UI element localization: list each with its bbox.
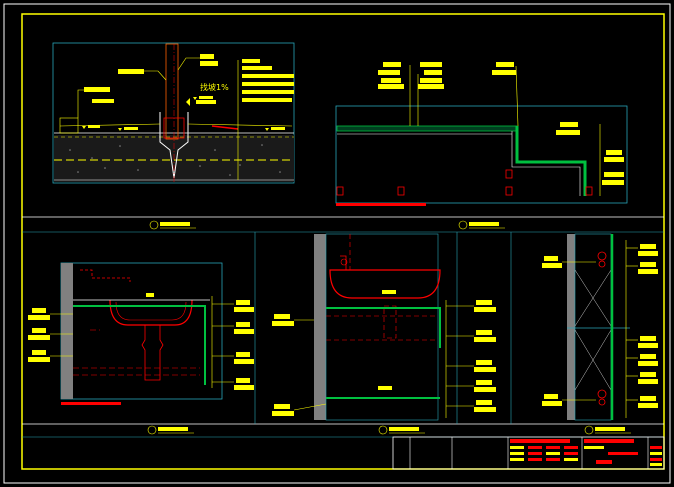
leaders-5 [562, 247, 638, 401]
callout-left-3 [92, 99, 114, 103]
step-curb [59, 117, 79, 134]
detail-4-viewport [325, 233, 439, 421]
leader-top-c [515, 65, 519, 127]
red-accent-stroke [211, 125, 239, 130]
section-label-2 [458, 220, 505, 230]
callout-right-a [556, 122, 580, 135]
tub-outline [329, 269, 441, 299]
leaders-left-3 [50, 313, 73, 357]
slope-right [187, 123, 293, 127]
section-label-1 [149, 220, 196, 230]
basin-inner [115, 301, 187, 321]
title-block-fills [510, 439, 662, 466]
slope-note-label: 找坡1% [200, 82, 229, 92]
counter-layer [73, 305, 206, 385]
sheet-inner-frame [21, 13, 665, 470]
step-profile-edge [511, 131, 581, 196]
callout-top-drain [177, 54, 218, 71]
cross-brace-panels [574, 269, 612, 391]
section-label-4 [378, 425, 425, 435]
wall-hatch-3 [61, 263, 73, 399]
leaders-right-3 [212, 303, 234, 383]
callouts-right-3 [234, 300, 254, 390]
sheet-outer-frame [3, 3, 671, 484]
top-slab [336, 125, 518, 132]
detail-3-viewport [60, 262, 223, 400]
callouts-5-left [542, 256, 562, 406]
slope-left [59, 123, 161, 127]
callout-left-1 [118, 69, 167, 81]
basin-pedestal [141, 325, 164, 381]
elevation-markers [82, 96, 285, 131]
detail-tub-step [335, 62, 628, 206]
callouts-4 [272, 290, 496, 416]
callouts-left-3 [28, 308, 50, 362]
red-base-bar-3 [61, 402, 121, 405]
section-label-5 [584, 425, 631, 435]
tub-apron [326, 307, 441, 348]
support-posts [336, 169, 593, 196]
dim-label-top-3 [146, 293, 154, 297]
anchor-bolts [597, 251, 607, 406]
detail-floor-drain: 找坡1% [52, 42, 295, 184]
detail-bathtub [272, 233, 496, 421]
section-label-3 [147, 425, 194, 435]
drain-flange [163, 117, 185, 139]
faucet [80, 269, 131, 282]
callouts-5-right [638, 244, 658, 408]
detail-1-viewport [52, 42, 295, 184]
callout-top-a [378, 62, 404, 89]
layer-callout-stack [237, 59, 294, 180]
title-block-frame [392, 436, 665, 470]
basin-outline [109, 299, 193, 326]
callout-top-b [418, 62, 444, 89]
red-base-bar [336, 203, 426, 206]
detail-wall-elevation [542, 233, 658, 421]
callout-right-b [604, 150, 624, 162]
hidden-cabinet-lines [73, 329, 200, 376]
tub-faucet [340, 255, 347, 270]
leaders-4 [293, 305, 474, 411]
callout-right-c [602, 172, 624, 185]
callout-slope-mark [186, 98, 216, 106]
callout-left-2 [77, 87, 110, 118]
wall-hatch-5 [567, 234, 575, 420]
vertical-pipe [165, 43, 179, 140]
soil-hatch [69, 144, 281, 176]
title-block [392, 436, 665, 470]
detail-2-viewport [335, 105, 628, 204]
tub-hidden-lines [326, 234, 436, 341]
step-profile [515, 126, 587, 196]
wall-hatch-4 [314, 234, 326, 420]
callout-top-c [492, 62, 516, 75]
detail-vanity-basin [28, 262, 254, 405]
tub-drain [340, 258, 348, 266]
